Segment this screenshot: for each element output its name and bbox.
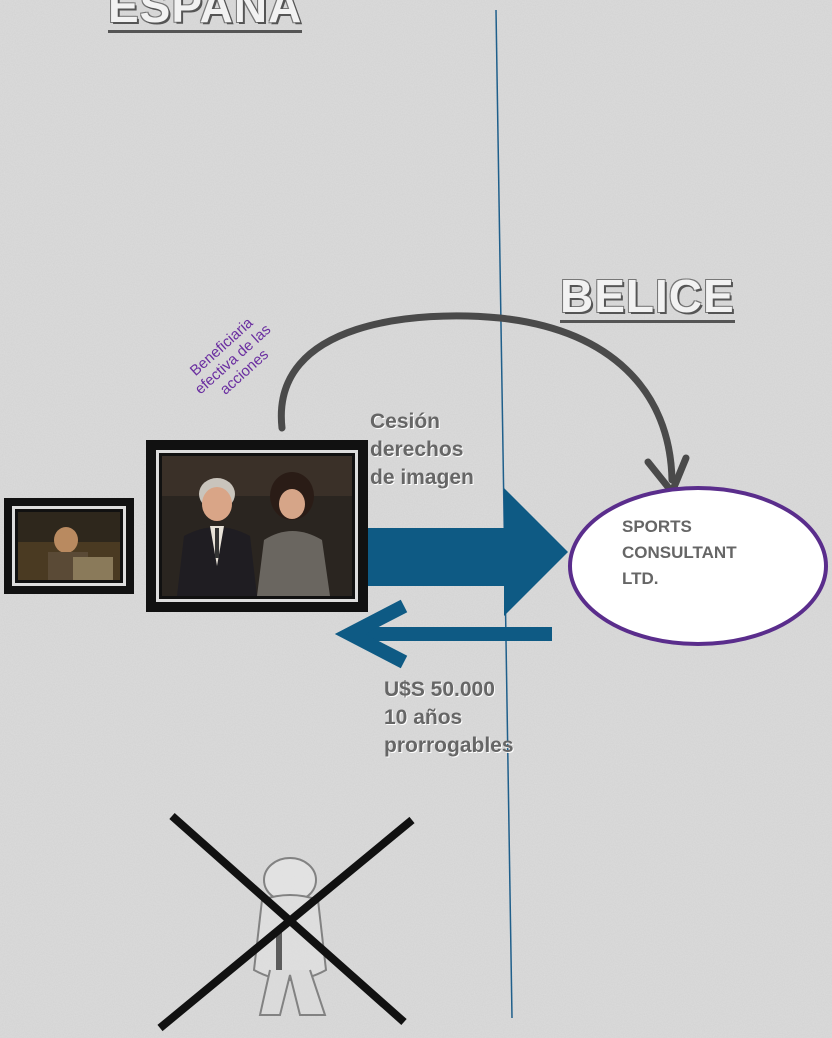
company-name: SPORTS CONSULTANT LTD. [622, 517, 737, 588]
couple-photo [162, 456, 352, 596]
payment-label: U$S 50.000 10 años prorrogables [384, 678, 514, 757]
country-title-spain: ESPAÑA [108, 0, 303, 33]
small-photo-frame [4, 498, 134, 594]
crossed-out-figure [157, 813, 415, 1032]
person-photo-small [18, 512, 120, 580]
company-ellipse [568, 486, 828, 646]
large-photo-frame [146, 440, 368, 612]
sketch-figure-icon [252, 857, 328, 1016]
image-rights-transfer-label: Cesión derechos de imagen [370, 410, 474, 489]
country-title-belize: BELICE [560, 270, 735, 323]
